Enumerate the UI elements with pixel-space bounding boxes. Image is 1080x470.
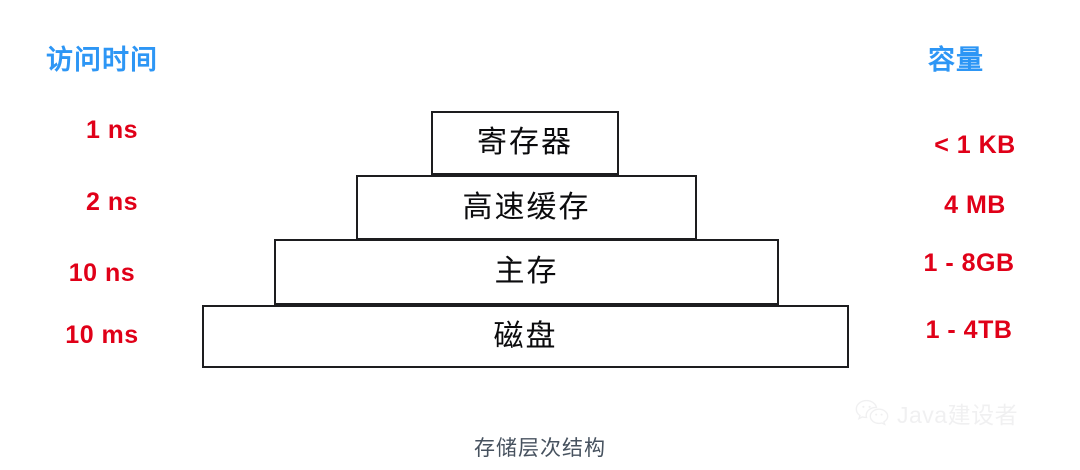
pyramid-tier-label: 磁盘 <box>493 319 558 353</box>
pyramid-tier-cache: 高速缓存 <box>356 175 697 240</box>
pyramid-tier-label: 主存 <box>494 255 559 288</box>
watermark: Java建设者 <box>855 396 1018 430</box>
pyramid-tier-register: 寄存器 <box>431 111 619 175</box>
pyramid-tier-main-memory: 主存 <box>274 239 779 305</box>
pyramid-tier-label: 高速缓存 <box>462 190 591 224</box>
capacity-value-cache: 4 MB <box>944 191 1006 219</box>
diagram-caption: 存储层次结构 <box>474 437 606 460</box>
access-time-value-main-memory: 10 ns <box>68 259 136 287</box>
pyramid-tier-disk: 磁盘 <box>202 305 849 368</box>
column-header-capacity: 容量 <box>928 45 984 75</box>
pyramid-tier-label: 寄存器 <box>477 126 573 159</box>
column-header-access-time: 访问时间 <box>46 45 158 75</box>
capacity-value-main-memory: 1 - 8GB <box>923 249 1015 277</box>
access-time-value-disk: 10 ms <box>65 321 139 349</box>
wechat-icon <box>855 399 889 427</box>
capacity-value-disk: 1 - 4TB <box>925 316 1013 344</box>
access-time-value-register: 1 ns <box>85 116 139 144</box>
access-time-value-cache: 2 ns <box>85 188 139 216</box>
capacity-value-register: < 1 KB <box>934 131 1016 159</box>
watermark-text: Java建设者 <box>897 402 1019 428</box>
